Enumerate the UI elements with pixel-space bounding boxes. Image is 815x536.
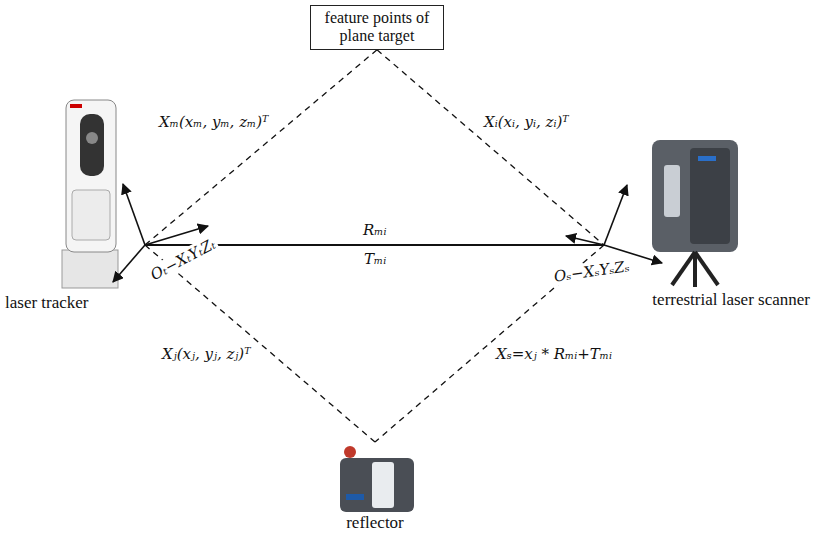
laser-tracker: laser tracker	[3, 90, 145, 315]
target-box: feature points of plane target	[310, 5, 444, 50]
edge-formula: Xᵢ(xᵢ, yᵢ, zᵢ)ᵀ	[482, 113, 571, 131]
device-name: terrestrial laser scanner	[652, 290, 810, 310]
edge-formula: Rₘᵢ	[361, 221, 389, 239]
box-text: feature points of plane target	[318, 9, 436, 46]
translation-symbol: Tₘᵢ	[362, 250, 388, 268]
edge-formula: Xⱼ(xⱼ, yⱼ, zⱼ)ᵀ	[160, 345, 252, 363]
scanner-picture	[652, 140, 738, 287]
dashed-connector	[145, 50, 377, 245]
scanner-frame-name: Oₛ−XₛYₛZₛ	[551, 257, 633, 286]
edge-formula: Xₘ(xₘ, yₘ, zₘ)ᵀ	[157, 113, 270, 131]
device-name: reflector	[346, 513, 404, 533]
reflector-picture	[340, 446, 414, 512]
laser-tracker-picture	[62, 100, 118, 288]
device-name: laser tracker	[5, 293, 89, 313]
dashed-connector	[145, 245, 375, 442]
laser-scanner: terrestrial laser scanner	[604, 130, 812, 312]
dashed-connector	[377, 50, 604, 245]
reflector: reflector	[330, 442, 420, 535]
edge-formula: Xₛ=xⱼ * Rₘᵢ+Tₘᵢ	[494, 345, 614, 363]
